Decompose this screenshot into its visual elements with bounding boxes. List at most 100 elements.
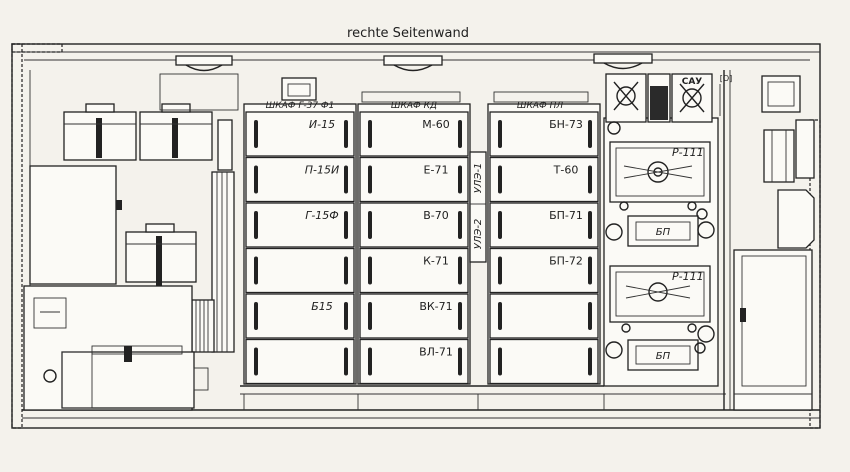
drawer-handle <box>344 347 348 376</box>
drawer-label-middle-5: ВК-71 <box>419 300 452 313</box>
drawer-label-right-1: БН-73 <box>549 118 583 131</box>
drawer-middle-1 <box>359 111 469 157</box>
drawer-handle <box>588 165 592 194</box>
drawer-handle <box>254 120 258 148</box>
fan-unit-left <box>605 73 647 123</box>
cabinet-left: ШКАФ Г-37 Ф1 И-15П-15И Г-15Ф Б15 <box>243 77 357 385</box>
right-lower-cabinet <box>733 249 813 411</box>
power-unit-bottom: БП <box>605 325 715 371</box>
drawer-handle <box>458 347 462 376</box>
drawer-middle-5 <box>359 293 469 339</box>
ceiling-lamp-3 <box>593 53 653 70</box>
power-unit-top-label: БП <box>656 227 671 238</box>
drawer-label-middle-4: К-71 <box>423 255 449 268</box>
drawer-handle <box>368 211 372 239</box>
drawer-left-2 <box>245 156 355 203</box>
drawer-label-middle-6: ВЛ-71 <box>419 346 453 359</box>
case-top-left <box>63 103 137 161</box>
drawer-right-1 <box>489 111 599 157</box>
drawer-handle <box>254 302 258 330</box>
drawer-handle <box>498 165 502 194</box>
drawer-left-3 <box>245 202 355 248</box>
drawer-handle <box>368 347 372 376</box>
case-middle <box>125 223 197 288</box>
vertical-label-strip: УЛЭ-1 УЛЭ-2 <box>469 151 487 263</box>
power-unit-bottom-label: БП <box>656 351 671 362</box>
drawer-left-4 <box>245 247 355 294</box>
drawer-handle <box>498 347 502 376</box>
radio-p111-top-label: Р-111 <box>672 146 704 159</box>
power-unit-top: БП <box>605 208 715 247</box>
drawer-handle <box>588 211 592 239</box>
drawer-middle-4 <box>359 247 469 294</box>
right-wall-box-top <box>761 75 801 113</box>
drawer-handle <box>498 120 502 148</box>
radio-p111-bottom: Р-111 <box>609 265 711 333</box>
drawer-handle <box>588 120 592 148</box>
drawer-left-1 <box>245 111 355 157</box>
drawer-middle-2 <box>359 156 469 203</box>
cabinet-right-header: ШКАФ ПЛ <box>517 101 564 111</box>
drawer-middle-6 <box>359 338 469 385</box>
drawer-handle <box>344 211 348 239</box>
drawer-label-left-2: П-15И <box>305 164 339 177</box>
drawer-handle <box>344 256 348 285</box>
drawer-handle <box>344 120 348 148</box>
cabinet-middle-header: ШКАФ КД <box>391 101 437 111</box>
drawer-right-6 <box>489 338 599 385</box>
drawer-handle <box>254 211 258 239</box>
drawer-label-right-4: БП-72 <box>549 255 583 268</box>
cabinet-base-shelf <box>240 385 726 410</box>
drawer-handle <box>498 302 502 330</box>
drawer-handle <box>458 165 462 194</box>
drawer-left-6 <box>245 338 355 385</box>
case-top-right <box>139 103 213 161</box>
drawer-handle <box>344 302 348 330</box>
fan-unit-right: САУ <box>671 73 713 123</box>
generator-unit <box>43 345 209 409</box>
drawer-handle <box>458 302 462 330</box>
drawer-handle <box>498 211 502 239</box>
drawer-handle <box>458 256 462 285</box>
drawer-label-middle-3: В-70 <box>423 209 449 222</box>
drawer-label-left-3: Г-15Ф <box>305 209 339 222</box>
drawer-right-4 <box>489 247 599 294</box>
cabinet-left-top-box <box>281 77 317 101</box>
drawer-handle <box>344 165 348 194</box>
vertical-label-ule2: УЛЭ-2 <box>473 219 484 250</box>
drawer-label-middle-2: Е-71 <box>424 164 449 177</box>
right-wall-box-mid <box>763 119 815 183</box>
drawer-left-5 <box>245 293 355 339</box>
drawer-label-left-1: И-15 <box>309 118 335 131</box>
drawer-handle <box>588 302 592 330</box>
cable-reel <box>191 299 215 353</box>
drawer-label-left-5: Б15 <box>311 300 333 313</box>
radio-p111-bottom-label: Р-111 <box>672 270 704 283</box>
drawer-handle <box>368 302 372 330</box>
drawer-right-3 <box>489 202 599 248</box>
radio-p111-top: Р-111 <box>607 121 711 211</box>
drawer-handle <box>254 165 258 194</box>
drawing-title: rechte Seitenwand <box>347 26 469 41</box>
ceiling-lamp-2 <box>383 55 443 72</box>
drawer-handle <box>498 256 502 285</box>
drawer-handle <box>588 256 592 285</box>
drawer-label-middle-1: М-60 <box>422 118 449 131</box>
drawer-right-5 <box>489 293 599 339</box>
ceiling-lamp-1 <box>175 55 233 72</box>
cabinet-left-header: ШКАФ Г-37 Ф1 <box>266 101 335 111</box>
left-tall-cabinet <box>29 165 122 285</box>
drawer-label-right-3: БП-71 <box>549 209 583 222</box>
drawer-label-right-2: Т-60 <box>553 164 579 177</box>
wall-panel-upper <box>159 73 239 111</box>
sau-label: САУ <box>682 77 703 87</box>
drawer-handle <box>368 256 372 285</box>
drawer-handle <box>254 347 258 376</box>
drawer-handle <box>368 120 372 148</box>
sau-box <box>647 73 671 123</box>
right-wall-hatch <box>777 189 815 249</box>
